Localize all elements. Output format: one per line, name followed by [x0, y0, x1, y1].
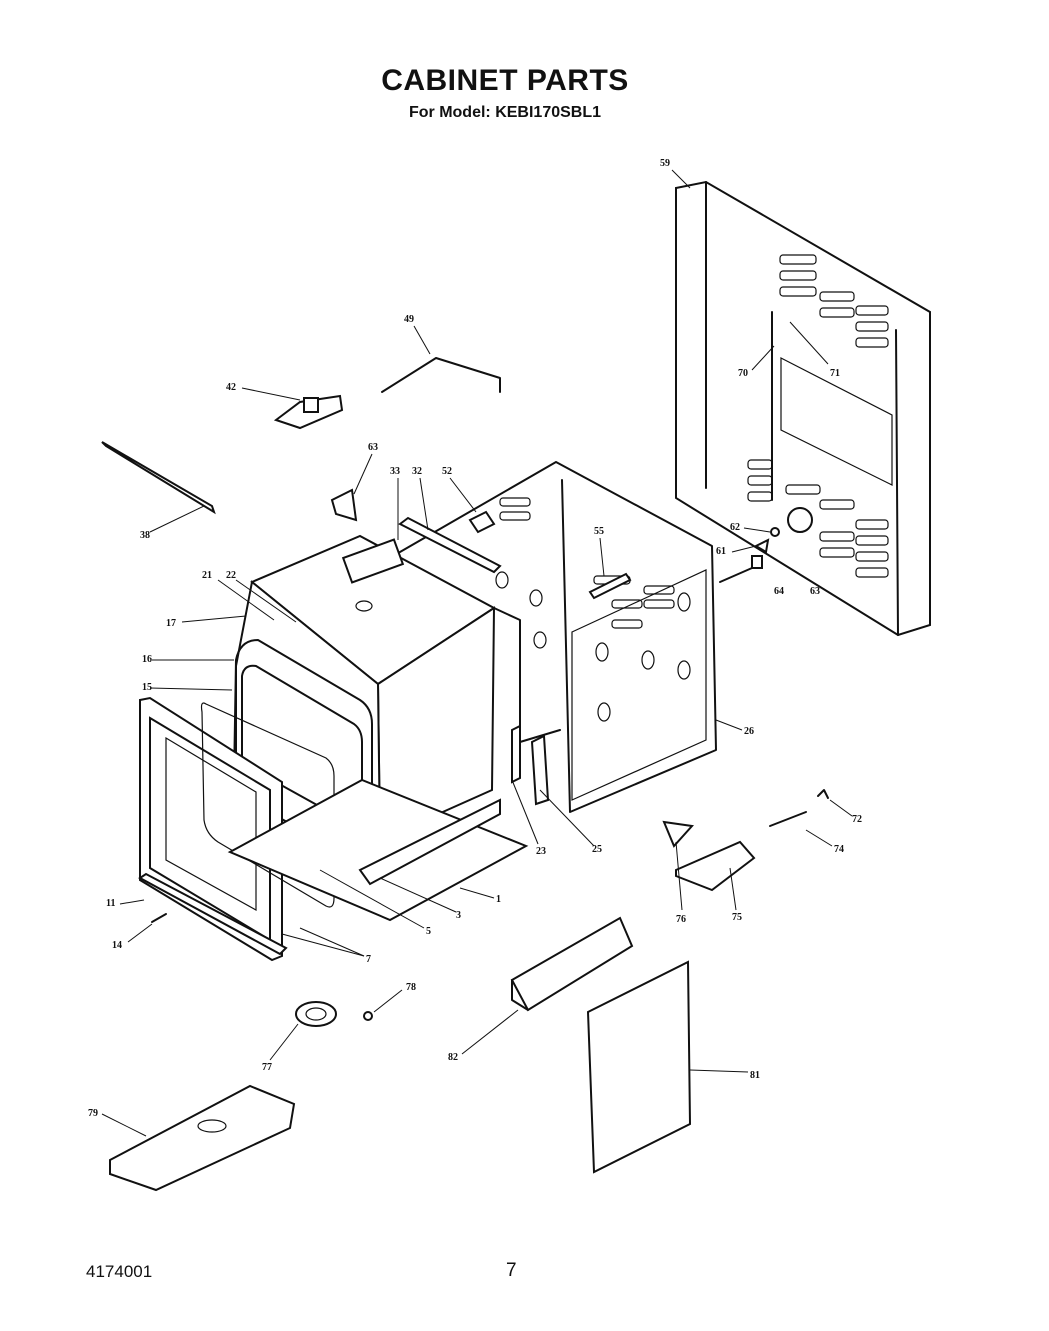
bracket-79 — [109, 1084, 296, 1192]
clip-53 — [330, 488, 358, 522]
callout: 61 — [716, 546, 726, 557]
callout: 22 — [226, 570, 236, 581]
rod-64 — [719, 567, 753, 583]
callout: 23 — [536, 846, 546, 857]
bracket-52 — [468, 510, 496, 534]
callout: 14 — [112, 940, 122, 951]
callout: 71 — [830, 368, 840, 379]
clip-64 — [751, 555, 763, 569]
channel-82 — [510, 916, 634, 1012]
callout: 26 — [744, 726, 754, 737]
bracket-79-slot — [197, 1119, 227, 1133]
callout: 72 — [852, 814, 862, 825]
bracket-32 — [398, 516, 502, 574]
callout: 78 — [406, 982, 416, 993]
panel-81 — [586, 960, 692, 1174]
part-77-inner — [305, 1007, 327, 1021]
channel-82-edge — [511, 979, 529, 1011]
part-72 — [817, 789, 829, 799]
part-77 — [295, 1001, 337, 1027]
spring-74 — [769, 811, 807, 827]
screw-78 — [363, 1011, 373, 1021]
callout: 16 — [142, 654, 152, 665]
bracket-55 — [588, 572, 632, 600]
bracket-42-tab — [303, 397, 319, 413]
bracket-76 — [662, 820, 694, 848]
callout: 25 — [592, 844, 602, 855]
callout: 17 — [166, 618, 176, 629]
callout: 81 — [750, 1070, 760, 1081]
callout: 21 — [202, 570, 212, 581]
callout: 1 — [496, 894, 501, 905]
callout: 32 — [412, 466, 422, 477]
bracket-23 — [511, 724, 521, 784]
callout: 59 — [660, 158, 670, 169]
part-62 — [770, 527, 780, 537]
document-number: 4174001 — [86, 1262, 153, 1281]
callout: 7 — [366, 954, 371, 965]
callout: 77 — [262, 1062, 272, 1073]
model-subtitle: For Model: KEBI170SBL1 — [408, 104, 602, 121]
screw-14 — [151, 913, 167, 923]
callout: 70 — [738, 368, 748, 379]
callout: 55 — [594, 526, 604, 537]
callout: 38 — [140, 530, 150, 541]
bracket-25 — [530, 734, 550, 806]
callout: 15 — [142, 682, 152, 693]
callout: 62 — [730, 522, 740, 533]
callout: 76 — [676, 914, 686, 925]
callout: 42 — [226, 382, 236, 393]
callout-labels: 59 49 42 70 71 38 63 33 32 52 55 62 61 6… — [88, 158, 862, 1119]
leader-lines — [101, 169, 853, 1137]
callout: 79 — [88, 1108, 98, 1119]
rod-49 — [381, 357, 501, 393]
page-title: CABINET PARTS — [381, 64, 629, 97]
cabinet-wrapper — [399, 461, 717, 813]
strip-38 — [101, 441, 216, 515]
callout: 82 — [448, 1052, 458, 1063]
callout: 64 — [774, 586, 784, 597]
base-pan-3 — [358, 798, 501, 886]
part-61 — [753, 538, 770, 554]
page-number: 7 — [506, 1260, 517, 1281]
callout: 33 — [390, 466, 400, 477]
rear-panel — [675, 180, 931, 637]
bracket-75 — [675, 840, 756, 892]
strip-11 — [138, 872, 288, 956]
base-pan-1 — [227, 778, 529, 922]
callout: 52 — [442, 466, 452, 477]
callout: 49 — [404, 314, 414, 325]
callout: 75 — [732, 912, 742, 923]
callout: 63 — [368, 442, 378, 453]
callout: 5 — [426, 926, 431, 937]
callout: 74 — [834, 844, 844, 855]
callout: 11 — [106, 898, 115, 909]
callout: 63 — [810, 586, 820, 597]
callout: 3 — [456, 910, 461, 921]
